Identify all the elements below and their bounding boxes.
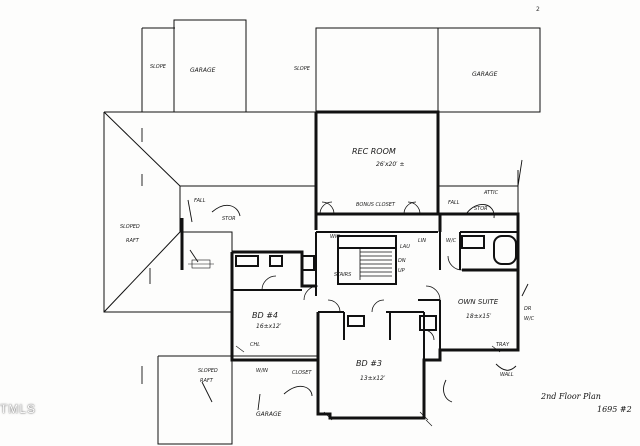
room-name-rec-room: REC ROOM xyxy=(352,147,396,156)
annotation-arrows xyxy=(141,128,529,411)
note-storage-left: STOR xyxy=(222,216,236,222)
note-attic: ATTIC xyxy=(483,190,499,196)
note-stairs: STAIRS xyxy=(334,272,352,278)
note-slope-left-1: SLOPED xyxy=(120,224,140,230)
note-up: UP xyxy=(398,268,405,274)
note-fall-left: FALL xyxy=(194,198,206,204)
plan-signature: 2nd Floor Plan xyxy=(541,392,601,401)
note-slope-top-2: SLOPE xyxy=(294,66,311,72)
note-garage-top-left: GARAGE xyxy=(190,67,216,74)
note-slope-bottom-1: SLOPED xyxy=(198,368,218,374)
interior-walls xyxy=(232,231,518,360)
sheet-reference: 1695 #2 xyxy=(597,405,632,414)
stair-treads xyxy=(359,248,392,280)
mls-watermark: TMLS xyxy=(0,402,37,416)
room-dims-bed-4: 16±x12′ xyxy=(256,323,282,330)
note-garage-bottom: GARAGE xyxy=(256,411,282,418)
note-chl: CHL xyxy=(250,342,260,348)
note-walk-in: W/C xyxy=(446,238,457,244)
note-closet-2: W/IN xyxy=(256,368,268,374)
corner-mark: 2 xyxy=(536,6,540,13)
note-wic: WIC xyxy=(330,234,340,240)
note-storage-right: STOR xyxy=(474,206,488,212)
note-wall: WALL xyxy=(500,372,514,378)
note-slope-bottom-2: RAFT xyxy=(200,378,214,384)
detail-marks xyxy=(188,28,541,427)
roof-hip-left xyxy=(103,111,519,313)
room-dims-owners-suite: 18±x15′ xyxy=(466,313,492,320)
room-name-bed-3: BD #3 xyxy=(356,359,382,368)
roof-bottom xyxy=(157,355,318,445)
note-garage-top-right: GARAGE xyxy=(472,71,498,78)
note-dbl-dr: DR xyxy=(524,306,531,312)
room-name-bed-4: BD #4 xyxy=(252,311,278,320)
room-dims-rec-room: 26′x20′ ± xyxy=(376,161,404,168)
note-wic-right: W/C xyxy=(524,316,535,322)
note-dn: DN xyxy=(398,258,406,264)
room-dims-bed-3: 13±x12′ xyxy=(360,375,386,382)
room-labels: REC ROOM 26′x20′ ± BONUS CLOSET BD #4 16… xyxy=(252,147,499,382)
door-swings xyxy=(261,201,463,341)
note-tray: TRAY xyxy=(496,342,510,348)
note-fall-right: FALL xyxy=(448,200,460,206)
note-closet-1: CLOSET xyxy=(292,370,312,376)
room-name-owners-suite: OWN SUITE xyxy=(458,298,499,306)
note-lin: LIN xyxy=(418,238,426,244)
plan-notes: GARAGE GARAGE GARAGE SLOPE SLOPE SLOPED … xyxy=(120,64,535,418)
roof-outline-top xyxy=(141,19,541,113)
note-laundry: LAU xyxy=(400,244,410,250)
note-slope-top: SLOPE xyxy=(150,64,167,70)
note-slope-left-2: RAFT xyxy=(126,238,140,244)
room-name-bonus-closet: BONUS CLOSET xyxy=(356,202,396,208)
